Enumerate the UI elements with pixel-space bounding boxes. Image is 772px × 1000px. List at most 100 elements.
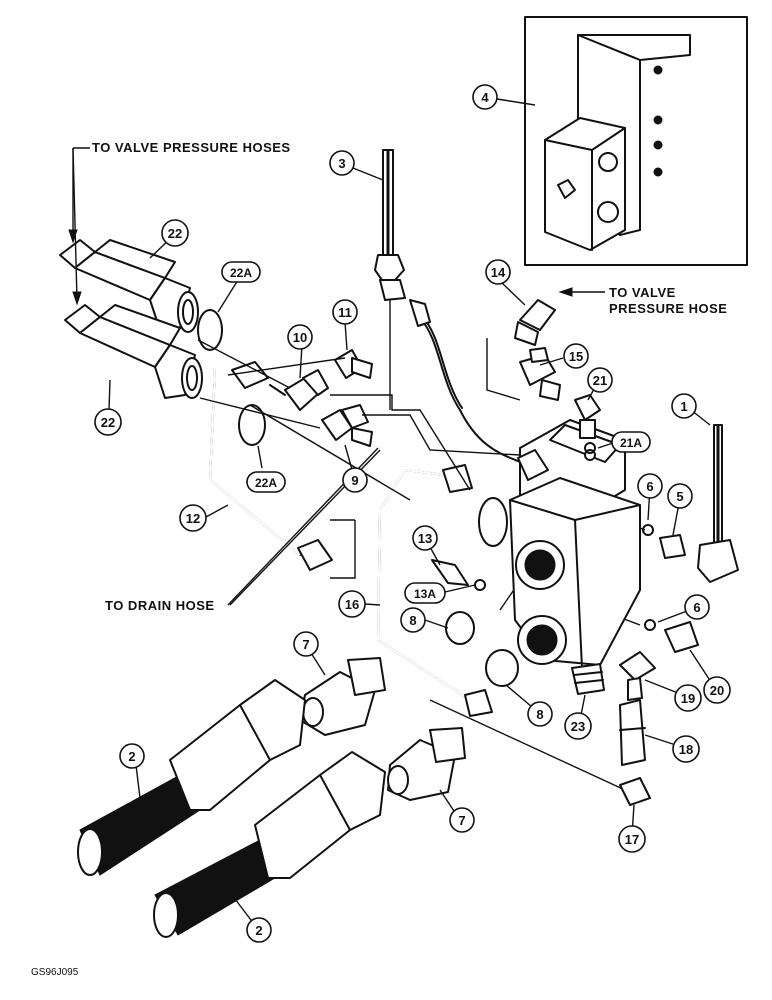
callout-22-lower: 22 [94,408,122,436]
svg-text:14: 14 [491,265,506,280]
elbow-fitting-17 [619,777,651,806]
tee-fitting-10 [269,369,329,411]
tube-assembly-16 [376,464,493,717]
o-ring-13a [474,579,486,591]
label-to-valve-line1: TO VALVE [609,285,676,300]
svg-text:5: 5 [676,489,683,504]
o-ring-8-lower [485,649,519,687]
svg-text:7: 7 [302,637,309,652]
callout-1: 1 [671,393,697,419]
callout-15: 15 [563,343,589,369]
svg-text:17: 17 [625,832,639,847]
valve-block-body [478,419,641,695]
tee-fitting-9 [321,404,373,447]
callout-9: 9 [342,467,368,493]
svg-text:12: 12 [186,511,200,526]
o-ring-22a-lower [238,404,266,446]
sensor-1 [697,424,739,583]
svg-text:19: 19 [681,691,695,706]
callout-7-upper: 7 [293,631,319,657]
callout-8-upper: 8 [400,607,426,633]
svg-text:10: 10 [293,330,307,345]
fitting-13 [431,559,469,586]
callout-10: 10 [287,324,313,350]
svg-text:6: 6 [693,600,700,615]
svg-text:21A: 21A [620,436,642,450]
elbow-fitting-19 [619,651,656,701]
o-ring-6-upper [642,524,654,536]
o-ring-8-upper [445,611,475,645]
svg-text:22: 22 [101,415,115,430]
figure-code: GS96J095 [31,967,79,978]
svg-text:9: 9 [351,473,358,488]
label-pressure-hose-line2: PRESSURE HOSE [609,301,727,316]
callout-2-lower: 2 [246,917,272,943]
callout-4: 4 [472,84,498,110]
svg-text:6: 6 [646,479,653,494]
svg-text:1: 1 [680,399,687,414]
svg-text:16: 16 [345,597,359,612]
hose-2-upper [77,679,306,876]
svg-text:18: 18 [679,742,693,757]
svg-text:15: 15 [569,349,583,364]
fitting-21 [574,394,601,439]
o-ring-22a-upper [197,309,223,351]
callout-14: 14 [485,259,511,285]
svg-text:2: 2 [255,923,262,938]
callout-13a: 13A [404,582,446,604]
check-valve-lower [64,304,203,399]
callout-19: 19 [674,684,702,712]
callout-7-lower: 7 [449,807,475,833]
adapter-7-lower [387,727,466,801]
callout-22a-upper: 22A [221,261,261,283]
o-ring-21a [584,442,596,454]
svg-text:13: 13 [418,531,432,546]
svg-text:2: 2 [128,749,135,764]
inset-bracket-detail [524,16,748,266]
hose-2-lower [153,751,386,938]
callout-17: 17 [618,825,646,853]
svg-text:11: 11 [338,305,352,320]
svg-text:8: 8 [536,707,543,722]
callout-22-upper: 22 [161,219,189,247]
callout-20: 20 [703,676,731,704]
tee-fitting-15 [519,347,561,401]
label-to-valve-pressure-hoses: TO VALVE PRESSURE HOSES [92,140,291,155]
svg-text:20: 20 [710,683,724,698]
svg-text:3: 3 [338,156,345,171]
o-ring-6-lower [644,619,656,631]
fitting-18 [619,699,646,766]
callout-12: 12 [179,504,207,532]
svg-text:8: 8 [409,613,416,628]
fitting-5 [659,534,686,559]
wire-harness [419,317,521,463]
callout-6-upper: 6 [637,473,663,499]
callout-6-lower: 6 [684,594,710,620]
callout-16: 16 [338,590,366,618]
adapter-7-upper [299,657,386,736]
fitting-20 [664,621,699,653]
tube-3 [374,149,406,410]
elbow-fitting-14 [514,299,556,346]
callout-5: 5 [667,483,693,509]
svg-text:4: 4 [481,90,489,105]
callout-8-lower: 8 [527,701,553,727]
callout-23: 23 [564,712,592,740]
callout-22a-lower: 22A [246,471,286,493]
elbow-fitting-11 [334,349,373,379]
callout-13: 13 [412,525,438,551]
svg-text:23: 23 [571,719,585,734]
callout-3: 3 [329,150,355,176]
label-to-drain-hose: TO DRAIN HOSE [105,598,215,613]
callout-18: 18 [672,735,700,763]
svg-text:22: 22 [168,226,182,241]
callout-21: 21 [587,367,613,393]
svg-text:22A: 22A [230,266,252,280]
svg-text:22A: 22A [255,476,277,490]
tube-assembly-12 [208,361,333,571]
check-valve-upper [59,239,199,333]
callout-2-upper: 2 [119,743,145,769]
svg-text:7: 7 [458,813,465,828]
svg-text:21: 21 [593,373,607,388]
